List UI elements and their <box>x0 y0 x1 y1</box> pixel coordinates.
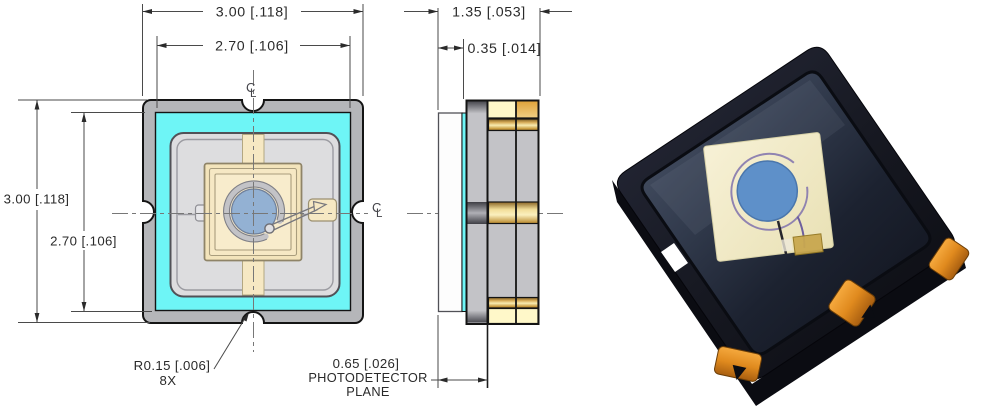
arrowhead <box>81 302 87 312</box>
svg-text:L: L <box>250 88 257 100</box>
side-thickness-label: 1.35 [.053] <box>452 5 526 21</box>
centerline-symbol-top: C L <box>246 80 257 100</box>
photo-detector-ring <box>730 152 809 231</box>
dimensions: 3.00 [.118] 2.70 [.106] 3.00 [.118] 2.70… <box>4 4 572 399</box>
bond-wire <box>270 204 318 231</box>
terminal-groove <box>732 364 747 381</box>
detector-plane-label-1: PHOTODETECTOR <box>308 370 427 385</box>
extension-lines <box>18 4 541 388</box>
photo-pad-glint <box>781 238 793 252</box>
front-wall-shade-bottom <box>467 310 487 323</box>
arrowhead <box>157 43 167 48</box>
detector-ring-outer-edge <box>223 180 286 243</box>
ball-bond <box>264 223 275 234</box>
arrowhead <box>142 9 152 14</box>
arrowhead <box>540 9 550 14</box>
arrowhead <box>81 112 87 122</box>
centerline-symbol-right: C L <box>372 200 383 220</box>
detector-depth-label: 0.65 [.026] <box>333 356 400 371</box>
top-pad-gold <box>515 101 538 118</box>
photo-terminal-bottom-mid <box>828 279 876 327</box>
side-view <box>437 99 540 325</box>
arrowhead <box>34 100 40 110</box>
left-inner-height-label: 2.70 [.106] <box>50 234 117 249</box>
component-photo <box>612 46 970 406</box>
glass-lid <box>437 112 463 313</box>
front-wall-shade-top <box>467 101 487 114</box>
arrowhead <box>353 9 363 14</box>
corner-radius-label: R0.15 [.006] <box>134 358 211 373</box>
svg-text:C: C <box>372 200 381 215</box>
bond-wire-stitch <box>312 200 328 212</box>
arrowhead <box>340 43 350 48</box>
arrowhead <box>428 9 438 14</box>
photo-terminal-right-corner <box>928 237 970 281</box>
detector-plane-label-2: PLANE <box>346 384 389 399</box>
arrowhead <box>34 313 40 323</box>
arrowhead <box>478 377 488 383</box>
lid-thickness-label: 0.35 [.014] <box>468 41 542 57</box>
photo-detector-area <box>736 160 799 222</box>
photo-left-castellation-notch <box>661 243 688 272</box>
front-wall-shade-mid <box>467 202 487 224</box>
corner-radius-count-label: 8X <box>160 373 177 388</box>
top-inner-width-label: 2.70 [.106] <box>215 39 289 55</box>
photo-bond-pad <box>792 233 824 256</box>
terminal-pad <box>928 237 970 281</box>
detector-ring-inner-edge <box>228 186 280 237</box>
top-outer-width-label: 3.00 [.118] <box>216 5 289 21</box>
detector-ring <box>223 181 285 242</box>
svg-text:L: L <box>376 208 383 220</box>
arrowhead <box>438 45 448 51</box>
arrowhead <box>438 377 448 383</box>
photo-die <box>703 132 834 262</box>
lower-gold-band <box>487 296 539 309</box>
terminal-groove <box>861 304 875 318</box>
arrowhead <box>454 45 464 51</box>
photo-terminal-bottom-left <box>714 346 762 382</box>
terminal-pad <box>714 346 762 382</box>
bond-pad <box>307 198 338 222</box>
left-outer-height-label: 3.00 [.118] <box>4 192 70 207</box>
upper-gold-band <box>487 118 539 132</box>
arrowhead <box>242 312 249 322</box>
top-pad-pale <box>488 101 516 118</box>
svg-text:C: C <box>246 80 255 95</box>
middle-gold-band <box>487 201 539 225</box>
top-view: C L C L <box>112 70 566 352</box>
bottom-pad-pale <box>487 307 539 325</box>
radius-leader-line <box>213 314 248 370</box>
photo-body-side <box>612 180 966 406</box>
